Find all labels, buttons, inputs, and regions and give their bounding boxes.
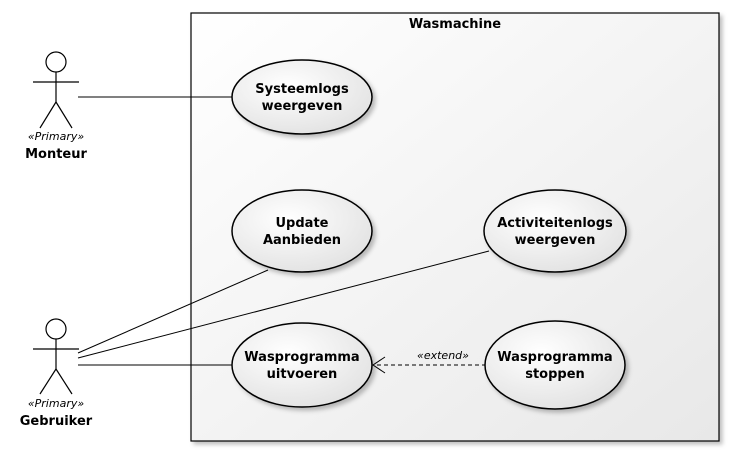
association-gebruiker-activiteitenlogs[interactable] — [77, 250, 490, 359]
system-title: Wasmachine — [409, 17, 501, 32]
actor-gebruiker[interactable]: «Primary» Gebruiker — [20, 318, 93, 429]
extend-label: «extend» — [417, 349, 469, 362]
extend-relation[interactable]: «extend» — [372, 349, 486, 374]
usecase-label: Systeemlogs — [255, 82, 349, 97]
usecase-label: stoppen — [525, 367, 585, 382]
usecase-label: Wasprogramma — [244, 350, 359, 365]
usecase-systeemlogs-weergeven[interactable]: Systeemlogs weergeven — [231, 59, 373, 135]
usecase-label: uitvoeren — [267, 367, 338, 382]
association-gebruiker-update[interactable] — [77, 269, 269, 354]
usecase-label: Activiteitenlogs — [497, 216, 613, 231]
actor-stereotype: «Primary» — [28, 397, 84, 410]
actor-stereotype: «Primary» — [28, 130, 84, 143]
usecase-activiteitenlogs-weergeven[interactable]: Activiteitenlogs weergeven — [483, 189, 627, 273]
associations — [77, 96, 490, 366]
usecase-wasprogramma-uitvoeren[interactable]: Wasprogramma uitvoeren — [231, 322, 373, 408]
actor-stick-figure-icon — [33, 318, 79, 395]
usecase-label: Update — [276, 216, 329, 231]
usecase-label: weergeven — [515, 233, 596, 248]
actor-stick-figure-icon — [33, 51, 79, 129]
usecase-label: weergeven — [262, 99, 343, 114]
actor-monteur[interactable]: «Primary» Monteur — [25, 51, 87, 162]
usecase-label: Wasprogramma — [497, 350, 612, 365]
actor-name: Gebruiker — [20, 414, 93, 429]
usecase-label: Aanbieden — [263, 233, 341, 248]
usecase-update-aanbieden[interactable]: Update Aanbieden — [231, 189, 373, 273]
actor-name: Monteur — [25, 147, 87, 162]
usecase-wasprogramma-stoppen[interactable]: Wasprogramma stoppen — [484, 320, 626, 410]
